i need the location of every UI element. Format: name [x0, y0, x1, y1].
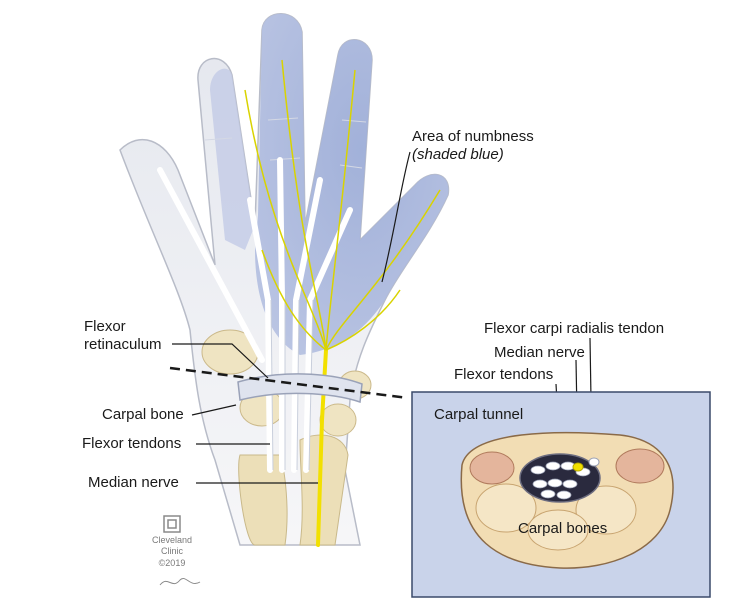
label-flexor-tendons-left: Flexor tendons [82, 435, 182, 452]
label-area-numbness-sub: (shaded blue) [412, 146, 504, 164]
numbness-area-ring [210, 68, 255, 251]
cross-section-carpal-2 [575, 485, 637, 535]
label-shaded-blue: (shaded blue) [412, 146, 504, 163]
cross-section-line [169, 366, 409, 400]
label-area-numbness: Area of numbness [412, 128, 534, 145]
label-carpal-tunnel: Carpal tunnel [434, 406, 524, 423]
cross-section-carpal-3 [527, 509, 589, 551]
label-flexor-retinaculum-2: retinaculum [84, 336, 162, 353]
logo-text-line2: Clinic [160, 546, 183, 556]
cross-section-bone-left [469, 451, 515, 485]
label-flexor-carpi-radialis: Flexor carpi radialis tendon [484, 320, 665, 337]
cross-section-tendons [530, 461, 591, 500]
cross-section-bone-right [615, 448, 665, 484]
leader-carpal-bone [191, 404, 237, 416]
logo-text-line1: Cleveland [151, 535, 193, 545]
label-median-nerve-left: Median nerve [88, 474, 179, 491]
label-carpal-bones: Carpal bones [518, 520, 608, 537]
leader-flexor-retinaculum [172, 343, 269, 379]
median-nerve-branches [244, 59, 441, 351]
cross-section-fcr-tendon [588, 457, 600, 467]
label-carpal-bone: Carpal bone [102, 406, 184, 423]
label-flexor-tendons-inset: Flexor tendons [454, 366, 554, 383]
leader-area-numbness [381, 151, 411, 283]
artist-signature [159, 578, 201, 586]
cross-section-median-nerve [572, 462, 584, 472]
cross-section-carpal-1 [475, 483, 537, 533]
carpal-bone-3 [319, 403, 357, 437]
flexor-tendons [157, 157, 353, 473]
label-flexor-retinaculum-1: Flexor [84, 318, 126, 335]
median-nerve [316, 348, 328, 547]
label-median-nerve-inset: Median nerve [494, 344, 585, 361]
cleveland-clinic-logo-icon [163, 515, 181, 533]
logo-text-line3: ©2019 [158, 558, 186, 568]
